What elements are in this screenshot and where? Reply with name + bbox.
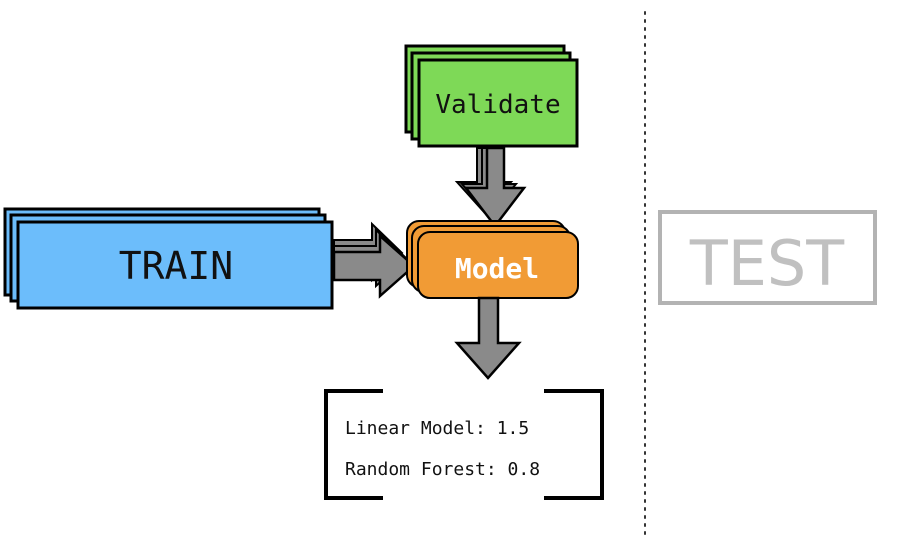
left-bracket — [324, 389, 383, 500]
test-label: TEST — [689, 227, 845, 300]
test-card — [658, 210, 877, 305]
validate-label: Validate — [435, 90, 560, 120]
train-label: TRAIN — [119, 244, 233, 288]
right-bracket — [544, 389, 604, 500]
validate-to-model-arrow — [454, 146, 527, 229]
validate-card-front — [417, 58, 579, 148]
model-node: Model — [406, 220, 579, 299]
results-panel: Linear Model: 1.5 Random Forest: 0.8 — [324, 389, 604, 500]
train-to-model-arrow — [332, 221, 416, 299]
validate-node: Validate — [404, 44, 579, 148]
result-row-linear-model: Linear Model: 1.5 — [345, 418, 529, 439]
test-node: TEST — [658, 210, 877, 305]
train-card-front — [16, 220, 334, 310]
model-to-results-arrow — [454, 296, 522, 380]
model-label: Model — [455, 252, 539, 285]
result-row-random-forest: Random Forest: 0.8 — [345, 459, 540, 480]
train-node: TRAIN — [3, 207, 334, 310]
